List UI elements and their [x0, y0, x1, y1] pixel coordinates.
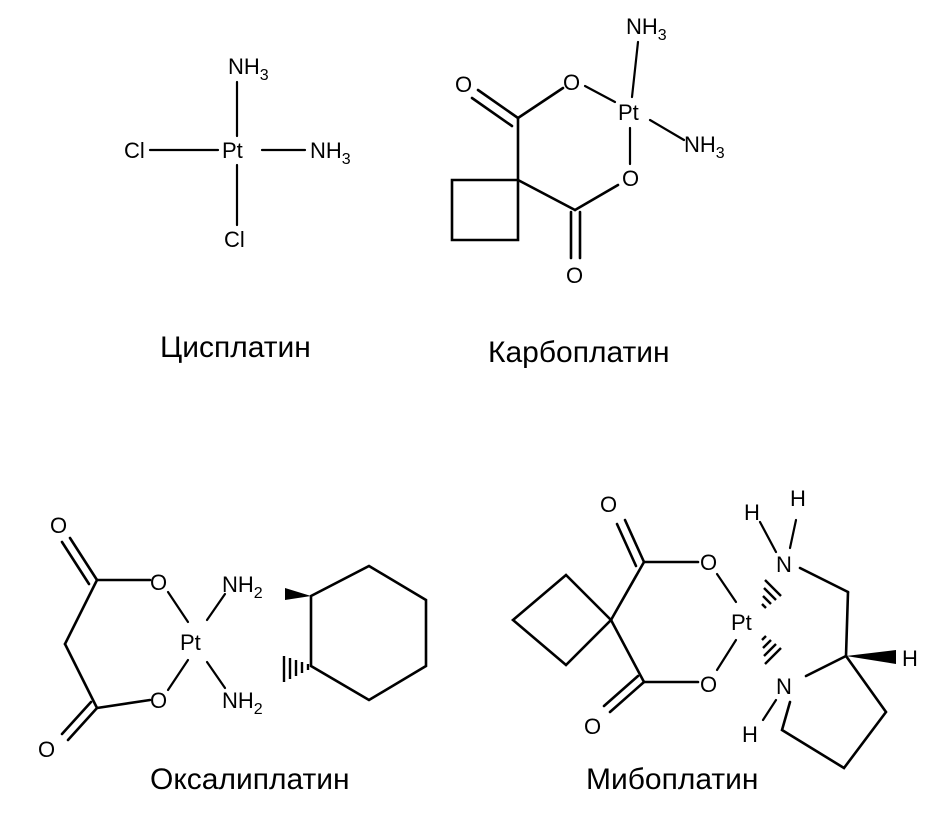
- mibo-h-stereo: H: [902, 646, 918, 671]
- oxali-o-ring-bottom: O: [150, 688, 167, 713]
- oxali-nh2-top: NH2: [222, 572, 263, 602]
- mibo-o-ring-bottom: O: [700, 672, 717, 697]
- oxali-wedge-bond: [285, 588, 311, 600]
- cis-cl-bottom: Cl: [224, 227, 245, 252]
- carbo-o-ring-bottom: O: [622, 166, 639, 191]
- mibo-pt: Pt: [731, 610, 752, 635]
- carbo-pt: Pt: [618, 100, 639, 125]
- oxaliplatin-label: Оксалиплатин: [150, 763, 350, 796]
- mibo-n-top: N: [776, 552, 792, 577]
- oxali-o-carbonyl-top: O: [50, 513, 67, 538]
- mibo-h-n-left: H: [744, 500, 760, 525]
- carboplatin-label: Карбоплатин: [488, 336, 670, 369]
- oxaliplatin-structure: O O Pt O O NH2 NH2: [38, 513, 428, 762]
- miboplatin-structure: O O Pt O O N N H H H H: [510, 486, 918, 770]
- cisplatin-label: Цисплатин: [160, 331, 311, 364]
- cis-cl-left: Cl: [124, 138, 145, 163]
- mibo-hash-bond-top: [761, 579, 782, 609]
- oxali-nh2-bottom: NH2: [222, 688, 263, 718]
- carbo-nh3-right: NH3: [684, 132, 725, 162]
- mibo-h-n-bottom: H: [742, 722, 758, 747]
- oxali-o-ring-top: O: [150, 570, 167, 595]
- mibo-wedge-bond: [846, 650, 896, 664]
- cis-nh3-top: NH3: [228, 54, 269, 84]
- carbo-o-carbonyl-bottom: O: [566, 263, 583, 288]
- mibo-h-n-right: H: [790, 486, 806, 511]
- carbo-o-ring-top: O: [563, 70, 580, 95]
- carboplatin-structure: O O Pt O O NH3 NH3: [450, 14, 725, 288]
- carbo-nh3-top: NH3: [626, 14, 667, 44]
- carbo-o-carbonyl-top: O: [455, 72, 472, 97]
- mibo-o-carbonyl-top: O: [600, 492, 617, 517]
- mibo-o-ring-top: O: [700, 550, 717, 575]
- miboplatin-label: Мибоплатин: [586, 763, 758, 796]
- cisplatin-structure: NH3 Cl Pt NH3 Cl: [124, 54, 351, 252]
- mibo-hash-bond-bottom: [761, 635, 782, 665]
- oxali-pt: Pt: [180, 630, 201, 655]
- mibo-o-carbonyl-bottom: O: [584, 714, 601, 739]
- cis-nh3-right: NH3: [310, 138, 351, 168]
- cis-pt: Pt: [222, 138, 243, 163]
- oxali-o-carbonyl-bottom: O: [38, 737, 55, 762]
- oxali-hash-bond: [282, 656, 310, 682]
- mibo-n-bottom: N: [776, 674, 792, 699]
